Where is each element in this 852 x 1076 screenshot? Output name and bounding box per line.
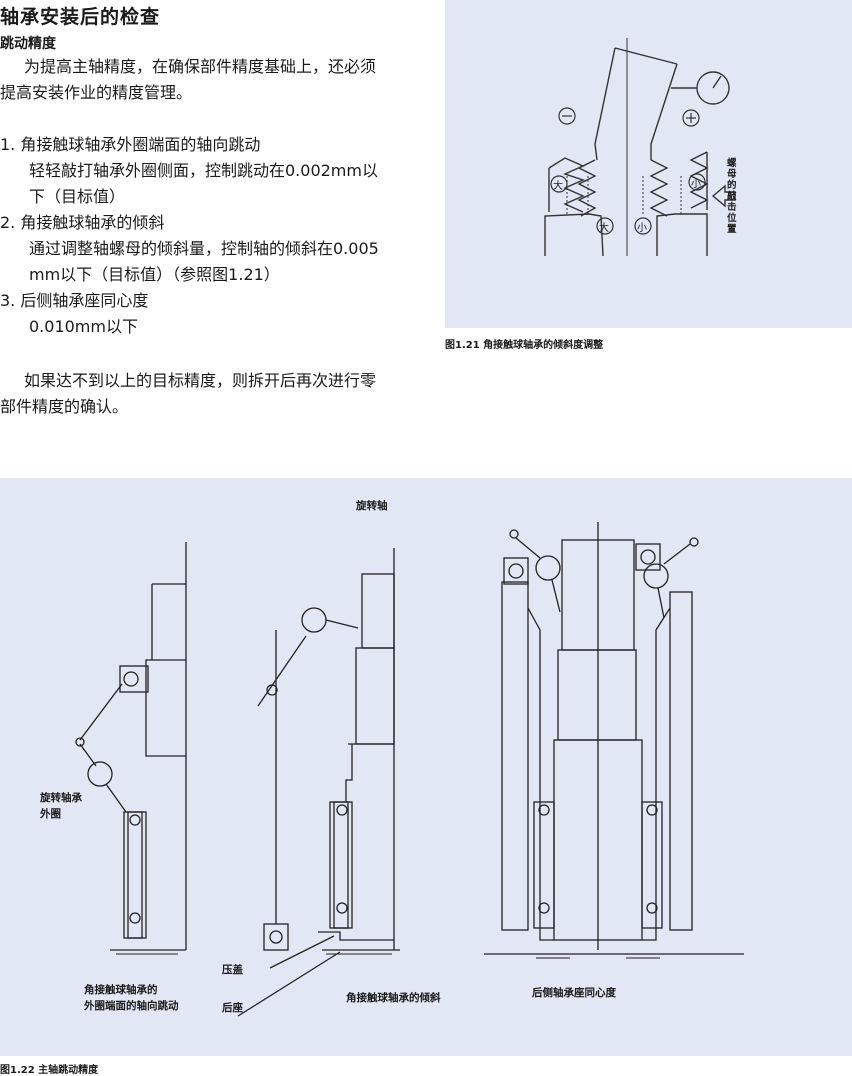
figure-1-22-caption: 图1.22 主轴跳动精度: [0, 1065, 99, 1076]
minus-icon: [558, 107, 576, 125]
closing-line-2: 部件精度的确认。: [0, 397, 129, 416]
intro-line-2: 提高安装作业的精度管理。: [0, 83, 193, 102]
tilt-diagram: [544, 38, 736, 257]
nut-strike-label: 螺 母 的 敲 击 位 置: [727, 158, 737, 235]
tilt-label: 角接触球轴承的倾斜: [346, 992, 441, 1004]
item-2-title: 2. 角接触球轴承的倾斜: [0, 213, 165, 232]
runout-diagram: [75, 522, 744, 1017]
item-3-title: 3. 后侧轴承座同心度: [0, 291, 149, 310]
figure-1-21: 大 大 小 小 螺 母 的 敲 击 位 置: [445, 0, 852, 328]
intro-line-1: 为提高主轴精度，在确保部件精度基础上，还必须: [24, 57, 377, 76]
rear-seat-label: 后座: [222, 1002, 243, 1014]
item-1-line-1: 轻轻敲打轴承外圈侧面，控制跳动在0.002mm以: [29, 161, 378, 180]
small-mark-right: 小: [691, 179, 701, 190]
item-1-line-2: 下（目标值）: [29, 187, 126, 206]
item-1-title: 1. 角接触球轴承外圈端面的轴向跳动: [0, 135, 261, 154]
figure-1-22: 旋转轴 旋转轴承 外圈 压盖 后座 角接触球轴承的 外圈端面的轴向跳动 角接触球…: [0, 478, 852, 1056]
section-subheading: 跳动精度: [0, 36, 56, 52]
closing-line-1: 如果达不到以上的目标精度，则拆开后再次进行零: [24, 371, 377, 390]
item-2-line-2: mm以下（目标值）（参照图1.21）: [29, 265, 280, 284]
big-mark-left: 大: [553, 181, 563, 192]
axial-runout-label: 角接触球轴承的 外圈端面的轴向跳动: [84, 984, 179, 1012]
small-mark-center: 小: [637, 223, 647, 234]
item-2-line-1: 通过调整轴螺母的倾斜量，控制轴的倾斜在0.005: [29, 239, 379, 258]
big-mark-center: 大: [599, 223, 609, 234]
outer-ring-label: 旋转轴承 外圈: [40, 792, 82, 820]
figure-1-21-caption: 图1.21 角接触球轴承的倾斜度调整: [445, 340, 604, 351]
cover-label: 压盖: [222, 964, 243, 976]
item-3-line-1: 0.010mm以下: [29, 317, 138, 336]
concentricity-label: 后侧轴承座同心度: [532, 987, 616, 999]
page-title: 轴承安装后的检查: [0, 6, 161, 28]
plus-icon: [682, 109, 700, 127]
rotation-axis-label: 旋转轴: [356, 500, 388, 512]
